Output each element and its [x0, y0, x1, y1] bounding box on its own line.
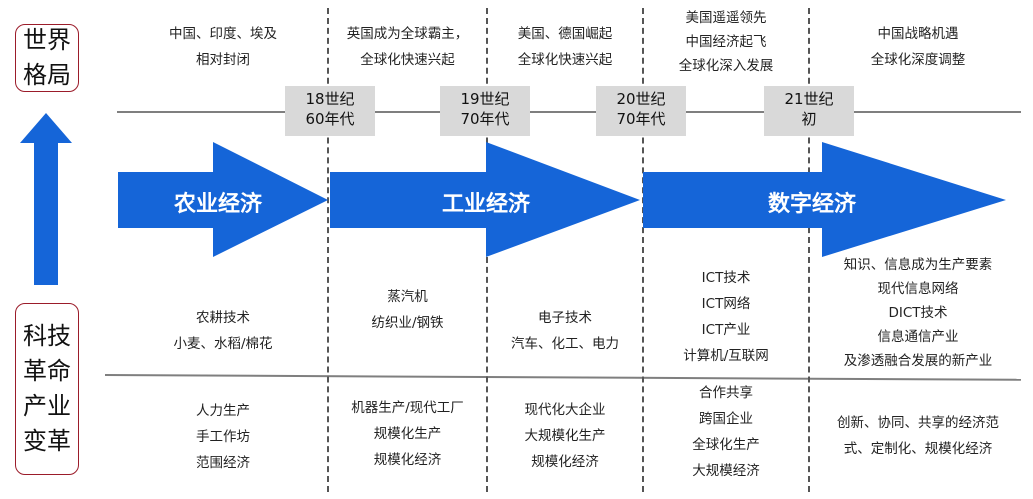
- era-box-2: 19世纪 70年代: [440, 86, 530, 136]
- era-box-4: 21世纪 初: [764, 86, 854, 136]
- world-pattern-era-5: 中国战略机遇 全球化深度调整: [870, 26, 966, 68]
- world-pattern-era-4: 美国遥遥领先 中国经济起飞 全球化深入发展: [678, 10, 774, 74]
- tech-revolution-label: 科技 革命 产业 变革: [15, 303, 79, 475]
- world-pattern-era-2: 英国成为全球霸主， 全球化快速兴起: [346, 26, 469, 68]
- industry-era-3: 现代化大企业 大规模化生产 规模化经济: [524, 402, 606, 470]
- industry-era-5: 创新、协同、共享的经济范 式、定制化、规模化经济: [837, 415, 999, 457]
- technology-era-4: ICT技术 ICT网络 ICT产业 计算机/互联网: [683, 270, 769, 364]
- world-pattern-era-1: 中国、印度、埃及 相对封闭: [169, 26, 277, 68]
- era-divider-4: [808, 8, 810, 492]
- technology-era-3: 电子技术 汽车、化工、电力: [511, 310, 619, 352]
- agricultural-economy-arrow: [118, 142, 328, 257]
- technology-era-1: 农耕技术 小麦、水稻/棉花: [173, 310, 273, 352]
- era-box-1: 18世纪 60年代: [285, 86, 375, 136]
- industry-era-2: 机器生产/现代工厂 规模化生产 规模化经济: [351, 400, 464, 468]
- industry-era-4: 合作共享 跨国企业 全球化生产 大规模经济: [692, 385, 760, 479]
- timeline-divider-top: [117, 111, 1021, 113]
- era-box-3: 20世纪 70年代: [596, 86, 686, 136]
- economy-label-industry: 工业经济: [441, 192, 530, 217]
- technology-era-2: 蒸汽机 纺织业/钢铁: [371, 289, 444, 331]
- era-divider-3: [642, 8, 644, 492]
- world-pattern-label: 世界 格局: [15, 24, 79, 92]
- economy-label-digital: 数字经济: [767, 192, 856, 217]
- industry-era-1: 人力生产 手工作坊 范围经济: [196, 403, 250, 471]
- up-arrow-icon: [20, 113, 72, 285]
- industrial-economy-arrow: [330, 142, 640, 257]
- technology-era-5: 知识、信息成为生产要素 现代信息网络 DICT技术 信息通信产业 及渗透融合发展…: [843, 257, 993, 369]
- era-divider-1: [327, 8, 329, 492]
- world-pattern-era-3: 美国、德国崛起 全球化快速兴起: [517, 26, 613, 68]
- economy-label-agriculture: 农业经济: [173, 192, 262, 217]
- digital-economy-arrow: [643, 142, 1006, 257]
